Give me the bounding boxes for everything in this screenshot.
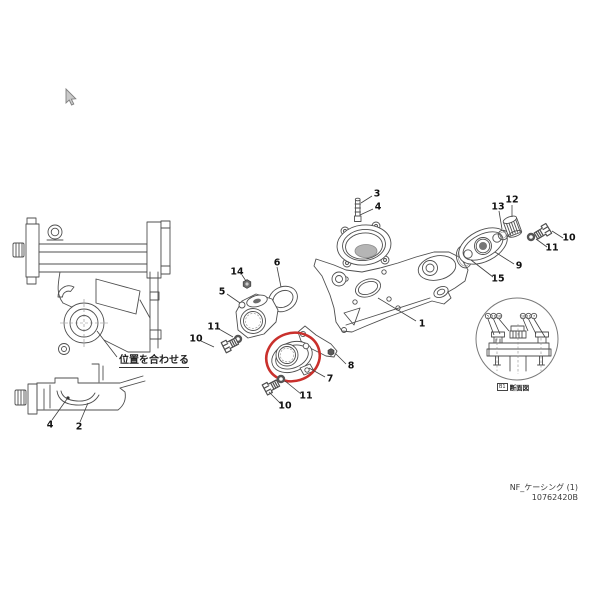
callout-13[interactable]: 13 (491, 201, 505, 213)
callout-4-section[interactable]: 4 (46, 419, 54, 431)
part-casing-body (313, 251, 469, 333)
mouse-cursor-icon (65, 87, 77, 106)
inset-marker-label: 11 (491, 314, 495, 318)
align-position-label: 位置を合わせる (119, 355, 189, 368)
document-info: NF_ケーシング (1) 10762420B (510, 483, 578, 503)
part-small-nut (242, 279, 252, 289)
callout-3[interactable]: 3 (373, 188, 381, 200)
callout-7[interactable]: 7 (326, 373, 334, 385)
callout-10-right[interactable]: 10 (562, 232, 576, 244)
callout-11-bottom[interactable]: 11 (299, 390, 313, 402)
part-casing-cup (336, 221, 392, 268)
inset-marker-label: 10 (497, 314, 501, 318)
callout-9[interactable]: 9 (515, 260, 523, 272)
callout-14[interactable]: 14 (230, 266, 244, 278)
callout-8[interactable]: 8 (347, 360, 355, 372)
callout-5[interactable]: 5 (218, 286, 226, 298)
inset-caption: B1 断面図 (497, 382, 529, 392)
document-code: 10762420B (531, 493, 578, 502)
callout-12[interactable]: 12 (505, 194, 519, 206)
callout-10-bottom[interactable]: 10 (278, 400, 292, 412)
part-fitting-upper (235, 293, 279, 339)
part-bolt (220, 222, 553, 396)
part-stud (354, 197, 362, 222)
document-title: NF_ケーシング (1) (509, 483, 578, 492)
leader-lines (200, 195, 564, 405)
inset-marker-label: 7 (533, 314, 535, 318)
detail-inset: 5 11 10 10 11 7 (475, 297, 559, 381)
callout-10-left[interactable]: 10 (189, 333, 203, 345)
inset-marker-label: 5 (487, 314, 489, 318)
inset-caption-box: B1 (497, 383, 508, 391)
callout-1[interactable]: 1 (418, 318, 426, 330)
callout-11-right[interactable]: 11 (545, 242, 559, 254)
callout-15[interactable]: 15 (491, 273, 505, 285)
left-section-view (14, 363, 146, 423)
left-assembly-view (12, 217, 171, 358)
inset-marker-label: 10 (521, 314, 525, 318)
callout-11-left[interactable]: 11 (207, 321, 221, 333)
exploded-view (200, 195, 564, 405)
part-flange-plate (458, 227, 508, 265)
inset-caption-text: 断面図 (509, 384, 530, 392)
inset-marker-label: 11 (526, 314, 530, 318)
part-knurled-cap (502, 215, 523, 238)
callout-4[interactable]: 4 (374, 201, 382, 213)
callout-2[interactable]: 2 (75, 421, 83, 433)
inset-markers: 5 11 10 10 11 7 (484, 312, 546, 338)
highlight-ellipse[interactable] (260, 326, 326, 388)
callout-6[interactable]: 6 (273, 257, 281, 269)
part-fitting-lower (271, 340, 315, 376)
